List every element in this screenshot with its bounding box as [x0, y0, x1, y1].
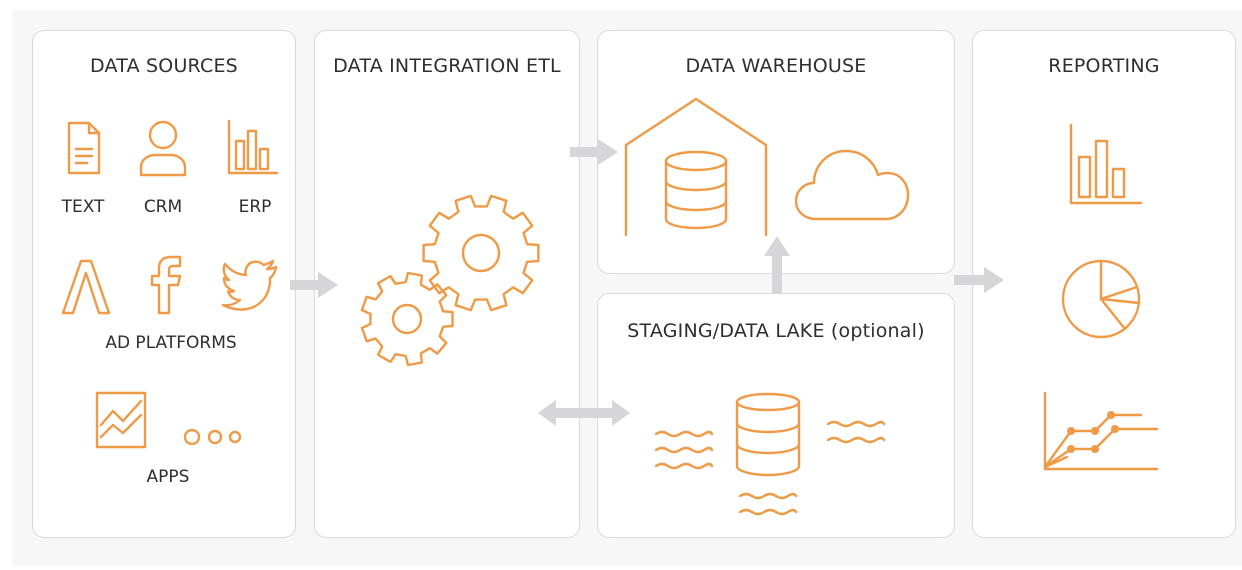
- right-water-icon: [826, 418, 886, 448]
- twitter-icon: [221, 259, 279, 311]
- document-icon: [67, 119, 101, 175]
- large-gear: [422, 194, 540, 312]
- data-integration-etl-panel: DATA INTEGRATION ETL: [314, 30, 580, 538]
- small-gear: [360, 271, 454, 367]
- staging-data-lake-panel: STAGING/DATA LAKE (optional): [597, 293, 955, 538]
- data-integration-etl-title: DATA INTEGRATION ETL: [333, 55, 561, 77]
- adwords-icon: [61, 259, 111, 315]
- cloud-icon: [794, 147, 910, 223]
- sources-to-etl-arrow: [290, 270, 340, 300]
- reporting-panel: REPORTING: [972, 30, 1236, 538]
- left-water-icon: [654, 428, 714, 474]
- gears-icon: [359, 191, 549, 381]
- report-bar-chart-icon: [1069, 123, 1143, 207]
- data-sources-panel: DATA SOURCES TEXT CRM ERP: [32, 30, 296, 538]
- reporting-title: REPORTING: [1048, 55, 1160, 77]
- database-icon: [734, 392, 802, 478]
- erp-label: ERP: [238, 197, 272, 217]
- facebook-icon: [149, 255, 183, 315]
- etl-to-warehouse-arrow: [570, 137, 620, 167]
- crm-label: CRM: [143, 197, 183, 217]
- ad-platforms-label: AD PLATFORMS: [105, 333, 237, 353]
- data-sources-title: DATA SOURCES: [90, 55, 238, 77]
- user-icon: [139, 117, 187, 177]
- warehouse-database-icon: [622, 95, 770, 239]
- data-warehouse-title: DATA WAREHOUSE: [685, 55, 867, 77]
- large-gear-hole: [461, 233, 501, 273]
- bar-chart-icon: [227, 119, 279, 175]
- bottom-water-icon: [738, 490, 798, 520]
- text-label: TEXT: [61, 197, 105, 217]
- apps-label: APPS: [146, 467, 190, 487]
- etl-staging-bidirectional-arrow: [538, 398, 630, 428]
- ellipsis-icon: [183, 427, 245, 447]
- staging-data-lake-title: STAGING/DATA LAKE (optional): [627, 320, 925, 342]
- warehouse-to-reporting-arrow: [954, 265, 1006, 295]
- app-chart-icon: [95, 391, 147, 449]
- staging-to-warehouse-arrow: [762, 236, 792, 294]
- line-chart-icon: [1041, 391, 1161, 473]
- small-gear-hole: [391, 303, 423, 335]
- pie-chart-icon: [1059, 257, 1143, 341]
